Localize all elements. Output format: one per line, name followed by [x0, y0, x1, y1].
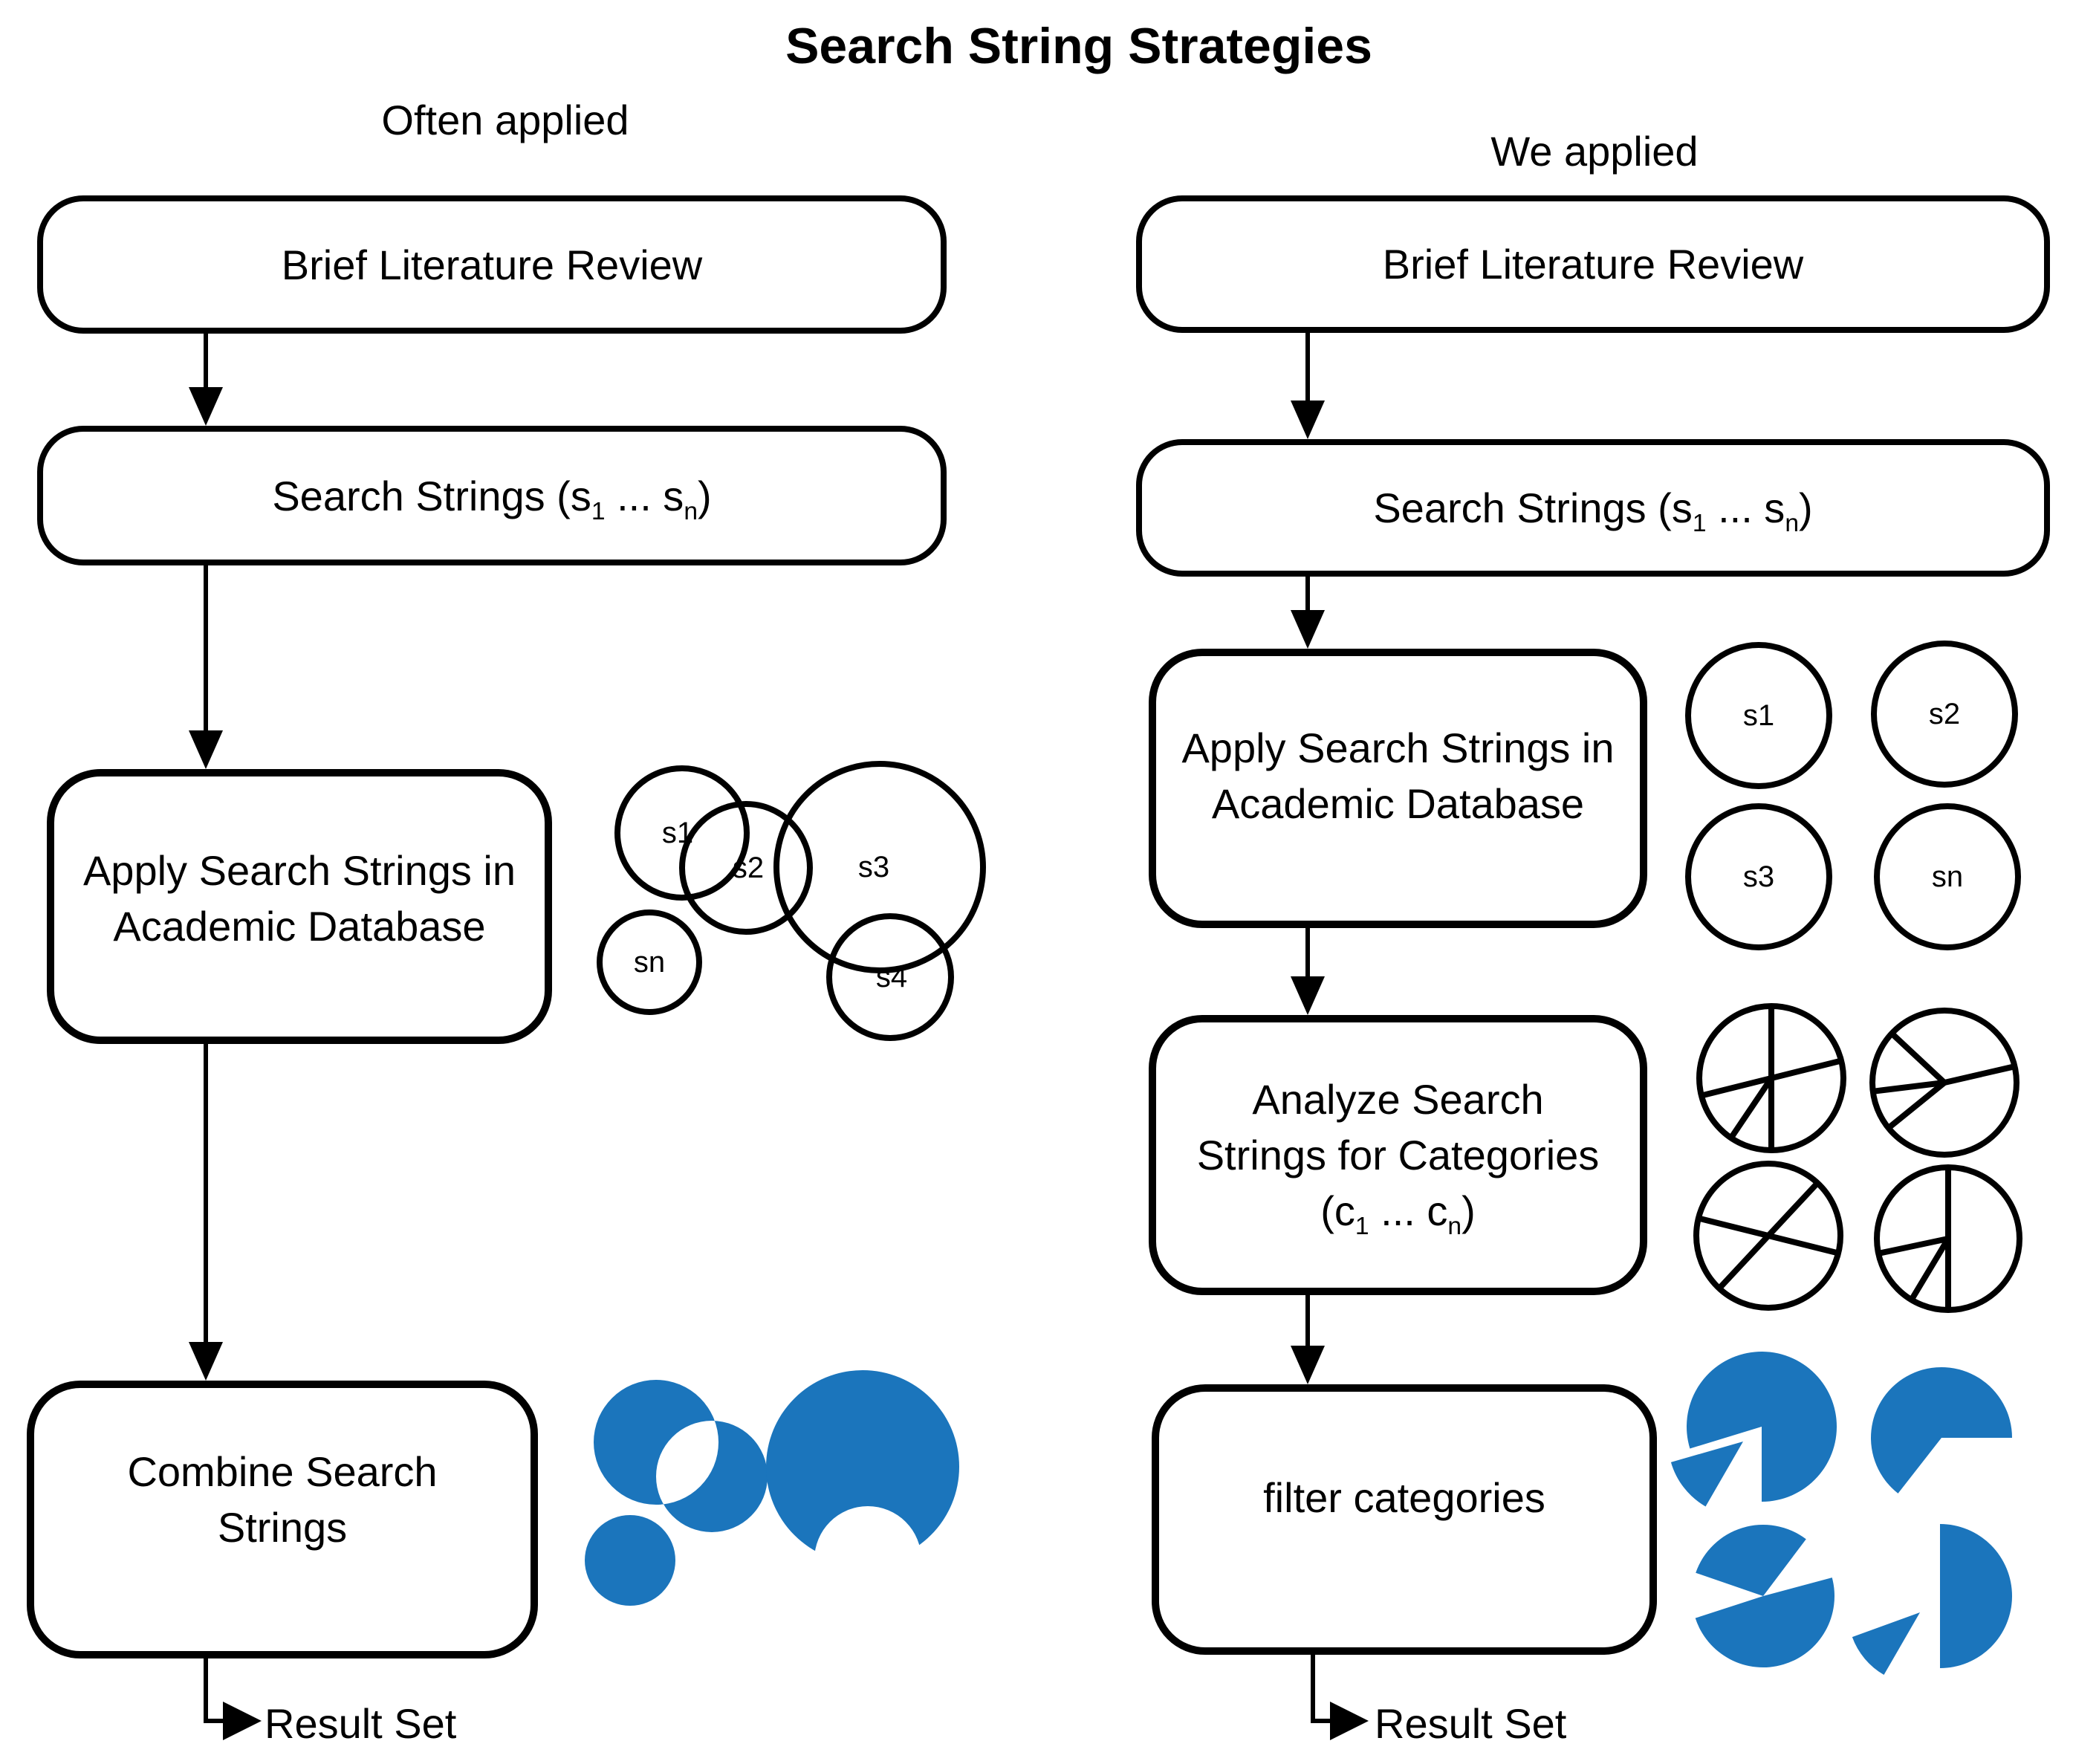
arrowhead-down-icon: [189, 387, 223, 426]
venn-circle-label-s1: s1: [662, 817, 693, 849]
flow-box-label: Brief Literature Review: [1382, 241, 1804, 288]
category-pie-divider: [1766, 1181, 1820, 1238]
venn-circle-label-s3: s3: [858, 851, 889, 883]
arrowhead-down-icon: [1291, 401, 1325, 439]
arrow-line: [1311, 1655, 1333, 1723]
filtered-pie-1-detached-slice: [1670, 1442, 1743, 1507]
filtered-pie-4-detached-slice: [1852, 1612, 1920, 1676]
arrowhead-down-icon: [189, 1342, 223, 1381]
flow-box-combine-search-strings: Combine Search Strings: [27, 1381, 538, 1658]
arrow-line: [204, 1658, 226, 1723]
venn-circle-s2: [679, 801, 813, 935]
filled-circles-s1-s2: [594, 1380, 768, 1532]
arrowhead-right-icon: [1330, 1702, 1369, 1740]
flow-box-line: Academic Database: [1211, 780, 1585, 827]
page-title: Search String Strategies: [785, 18, 1372, 74]
filtered-pie-1-wedge: [1687, 1351, 1837, 1502]
string-circle-label-s2: s2: [1929, 698, 1960, 730]
string-circle-label-sn: sn: [1932, 860, 1963, 893]
flow-box-line: Analyze Search: [1252, 1076, 1544, 1123]
flow-box-line: Apply Search Strings in: [1181, 724, 1615, 771]
category-pie-divider: [1909, 1236, 1951, 1302]
flow-box-label: Brief Literature Review: [281, 241, 703, 288]
arrowhead-right-icon: [223, 1702, 262, 1740]
venn-circle-s3: [773, 761, 986, 973]
category-pie-divider: [1944, 1063, 2016, 1086]
column-heading-we-applied: We applied: [1490, 128, 1699, 175]
string-circle-s1: [1685, 642, 1832, 789]
flow-box-label: Search Strings (s1 ... sn): [272, 472, 712, 525]
category-pie-divider: [1771, 1057, 1843, 1081]
category-pie-3: [1693, 1161, 1843, 1311]
venn-circle-label-s4: s4: [876, 961, 907, 993]
category-pies-outline: [1693, 1003, 2022, 1313]
flow-box-apply-search-strings-right: Apply Search Strings in Academic Databas…: [1149, 649, 1647, 928]
filled-circle-s3: [766, 1370, 959, 1563]
flow-box-filter-categories: filter categories: [1152, 1384, 1657, 1655]
category-pie-divider: [1700, 1075, 1772, 1099]
flow-box-line: Academic Database: [113, 903, 486, 950]
venn-circle-sn: [597, 909, 702, 1015]
flow-arrows: [189, 333, 1369, 1740]
flow-box-line: Combine Search: [127, 1448, 438, 1495]
string-circle-s2: [1871, 641, 2018, 788]
filled-circle-sn: [585, 1515, 675, 1606]
venn-circle-label-sn: sn: [634, 946, 665, 979]
flow-box-line: Apply Search Strings in: [82, 847, 516, 894]
flow-box-label: Search Strings (s1 ... sn): [1373, 484, 1813, 538]
white-bite-circle-s4: [814, 1506, 921, 1613]
flow-box-brief-literature-review-left: Brief Literature Review: [37, 195, 947, 334]
venn-outline-search-strings: s1 s2 s3 s4 sn: [597, 761, 986, 1041]
flow-box-analyze-search-strings: Analyze Search Strings for Categories (c…: [1149, 1015, 1647, 1295]
category-pie-divider: [1768, 1233, 1840, 1256]
venn-circle-s1: [614, 765, 750, 901]
arrowhead-down-icon: [1291, 1346, 1325, 1384]
flow-box-apply-search-strings-left: Apply Search Strings in Academic Databas…: [47, 769, 552, 1044]
string-circle-label-s3: s3: [1743, 860, 1774, 893]
filtered-pie-4-wedge: [1940, 1524, 2012, 1668]
string-circle-s3: [1685, 803, 1832, 950]
arrowhead-down-icon: [189, 730, 223, 769]
flow-box-search-strings-right: Search Strings (s1 ... sn): [1136, 439, 2050, 577]
filtered-pie-3-wedge: [1696, 1525, 1806, 1596]
category-pie-divider: [1728, 1076, 1774, 1140]
category-pie-2: [1869, 1008, 2020, 1158]
string-circle-sn: [1874, 803, 2021, 950]
string-circle-label-s1: s1: [1743, 699, 1774, 732]
category-pie-divider: [1697, 1215, 1769, 1239]
category-pie-divider: [1872, 1080, 1945, 1095]
result-set-label-left: Result Set: [265, 1700, 457, 1747]
filtered-pies-blue: [1670, 1351, 2012, 1676]
result-set-label-right: Result Set: [1375, 1700, 1567, 1747]
venn-circle-s4: [826, 913, 954, 1041]
category-pie-divider: [1887, 1080, 1947, 1131]
flow-box-line: Strings for Categories: [1196, 1132, 1600, 1178]
arrowhead-down-icon: [1291, 976, 1325, 1015]
category-pie-divider: [1878, 1236, 1949, 1256]
venn-circle-label-s2: s2: [733, 852, 764, 884]
flow-box-line: Strings: [217, 1504, 348, 1551]
separate-circles-search-strings: s1 s2 s3 sn: [1685, 641, 2021, 950]
filtered-pie-2-wedge: [1871, 1366, 2012, 1494]
venn-filled-combined-strings: [585, 1370, 959, 1613]
column-heading-often-applied: Often applied: [381, 97, 629, 143]
flow-box-brief-literature-review-right: Brief Literature Review: [1136, 195, 2050, 333]
arrowhead-down-icon: [1291, 610, 1325, 649]
category-pie-divider: [1716, 1233, 1771, 1291]
flow-box-line: (c1 ... cn): [1320, 1187, 1476, 1241]
flow-box-search-strings-left: Search Strings (s1 ... sn): [37, 426, 947, 565]
filtered-pie-3-wedge: [1695, 1577, 1835, 1668]
flow-box-label: filter categories: [1263, 1473, 1545, 1521]
category-pie-divider: [1889, 1031, 1947, 1085]
